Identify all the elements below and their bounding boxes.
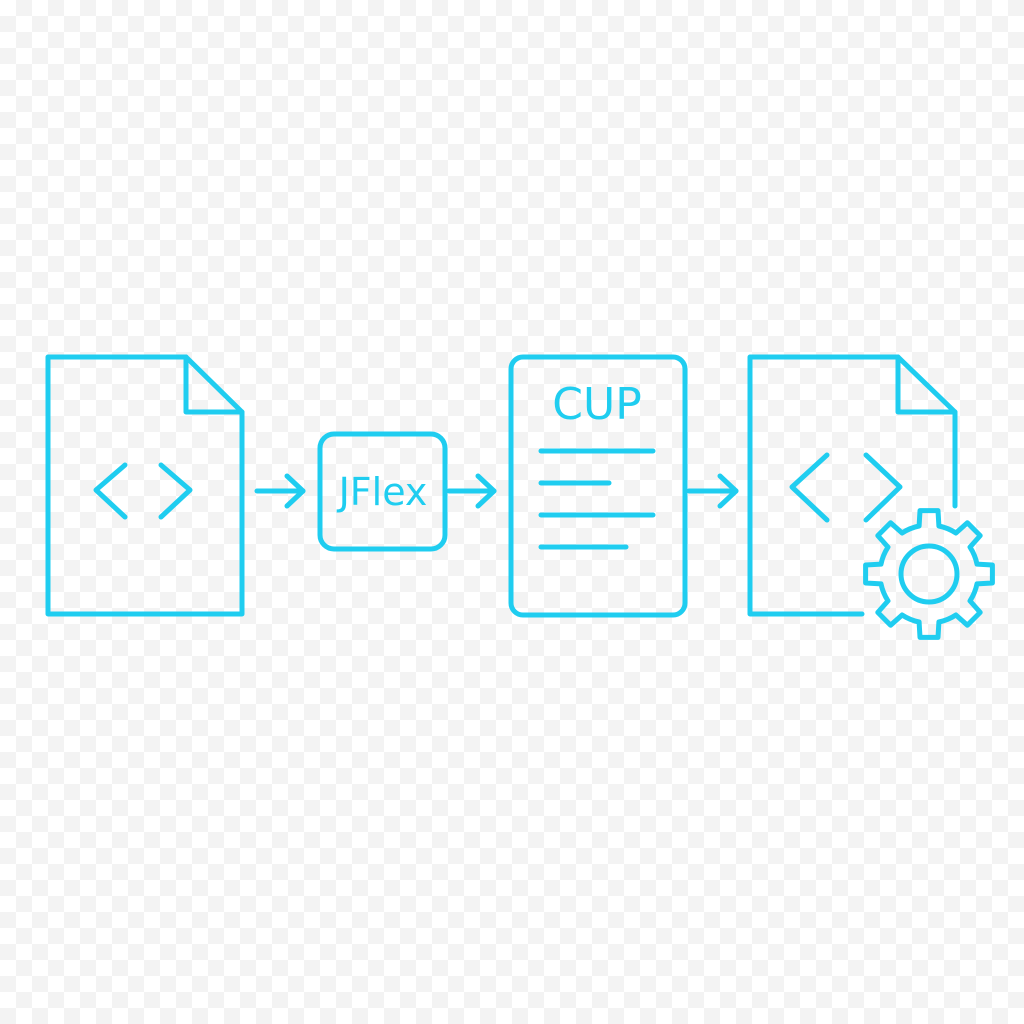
document-lines-icon xyxy=(538,448,656,550)
arrow-icon xyxy=(254,473,306,509)
cup-node: CUP xyxy=(508,354,688,618)
code-brackets-icon xyxy=(789,452,903,523)
jflex-node: JFlex xyxy=(317,431,448,552)
arrow-icon xyxy=(686,473,739,509)
generated-code-file-icon xyxy=(747,354,995,640)
gear-icon xyxy=(863,508,995,640)
cup-label: CUP xyxy=(552,379,641,430)
arrow-icon xyxy=(446,473,497,509)
jflex-label: JFlex xyxy=(337,470,428,514)
code-brackets-icon xyxy=(93,462,193,520)
source-code-file-icon xyxy=(45,354,245,617)
